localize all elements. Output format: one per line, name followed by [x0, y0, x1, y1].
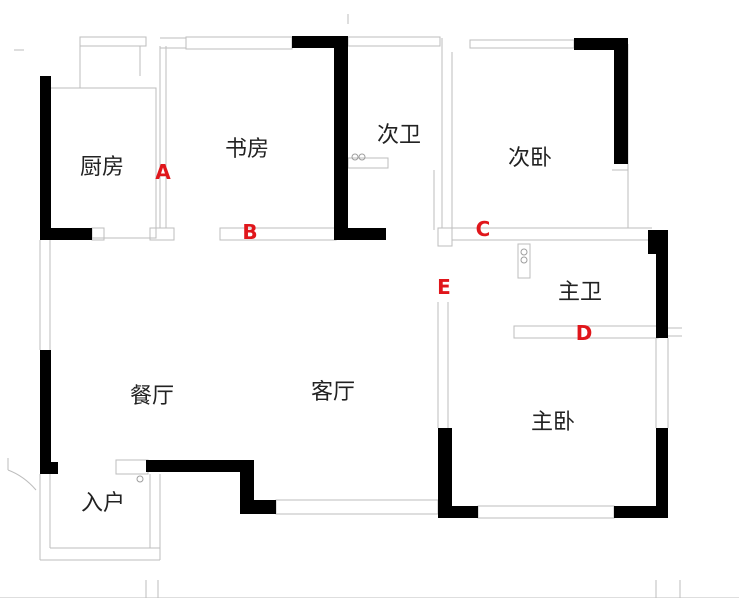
walls — [40, 36, 668, 518]
living-bottom-wall — [240, 500, 276, 514]
master-bedroom-bottom-right-wall — [614, 506, 668, 518]
bedroom-top-window — [469, 39, 575, 49]
markers: A B C D E — [155, 160, 592, 345]
room-label-study: 书房 — [225, 137, 269, 162]
living-window — [275, 499, 439, 515]
room-label-master-bath: 主卫 — [558, 280, 602, 305]
room-label-kitchen: 厨房 — [80, 155, 124, 180]
room-label-dining: 餐厅 — [130, 384, 174, 409]
kitchen-left-wall — [40, 76, 51, 240]
kitchen-top-window — [79, 36, 147, 47]
bath-top-window — [347, 36, 441, 47]
master-bedroom-left-wall — [438, 428, 452, 518]
room-labels: 厨房 书房 次卫 次卧 主卫 餐厅 客厅 主卧 入户 — [80, 123, 602, 516]
master-bedroom-bottom-left-wall — [438, 506, 478, 518]
marker-e: E — [437, 275, 451, 299]
master-bedroom-right-wall — [656, 428, 668, 518]
room-label-entry: 入户 — [81, 491, 125, 516]
entry-top-wall — [146, 460, 254, 472]
dining-left-wall — [40, 350, 51, 474]
master-bedroom-window — [477, 505, 615, 519]
room-label-second-bath: 次卫 — [377, 123, 421, 148]
thin-lines — [0, 14, 739, 598]
marker-b: B — [242, 220, 257, 244]
marker-a: A — [155, 160, 171, 184]
dining-corner — [40, 462, 58, 474]
room-label-master-bedroom: 主卧 — [531, 410, 575, 435]
marker-c: C — [476, 217, 491, 241]
bedroom-right-wall — [614, 38, 628, 164]
study-top-window — [185, 36, 293, 50]
marker-d: D — [576, 321, 593, 345]
room-label-second-bedroom: 次卧 — [508, 146, 552, 171]
master-bath-right-wall — [656, 230, 668, 338]
room-label-living: 客厅 — [311, 380, 355, 405]
study-door-wall — [219, 227, 337, 241]
bath-bottom-wall — [334, 228, 386, 240]
study-right-wall — [334, 36, 348, 240]
kitchen-bottom-wall — [40, 228, 92, 240]
